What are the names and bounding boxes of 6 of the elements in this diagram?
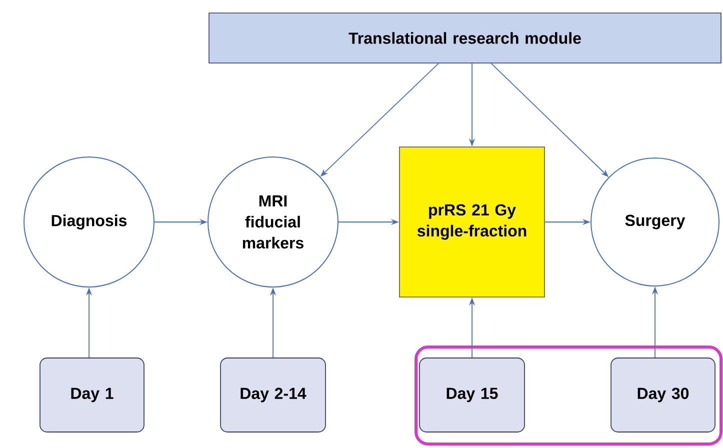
module-bar: Translational research module (208, 12, 722, 64)
day-box: Day 30 (610, 358, 716, 432)
day-box: Day 2-14 (220, 358, 326, 432)
treatment-box: prRS 21 Gy single-fraction (399, 146, 545, 298)
day-box: Day 1 (40, 358, 144, 432)
day-box: Day 15 (419, 358, 525, 432)
